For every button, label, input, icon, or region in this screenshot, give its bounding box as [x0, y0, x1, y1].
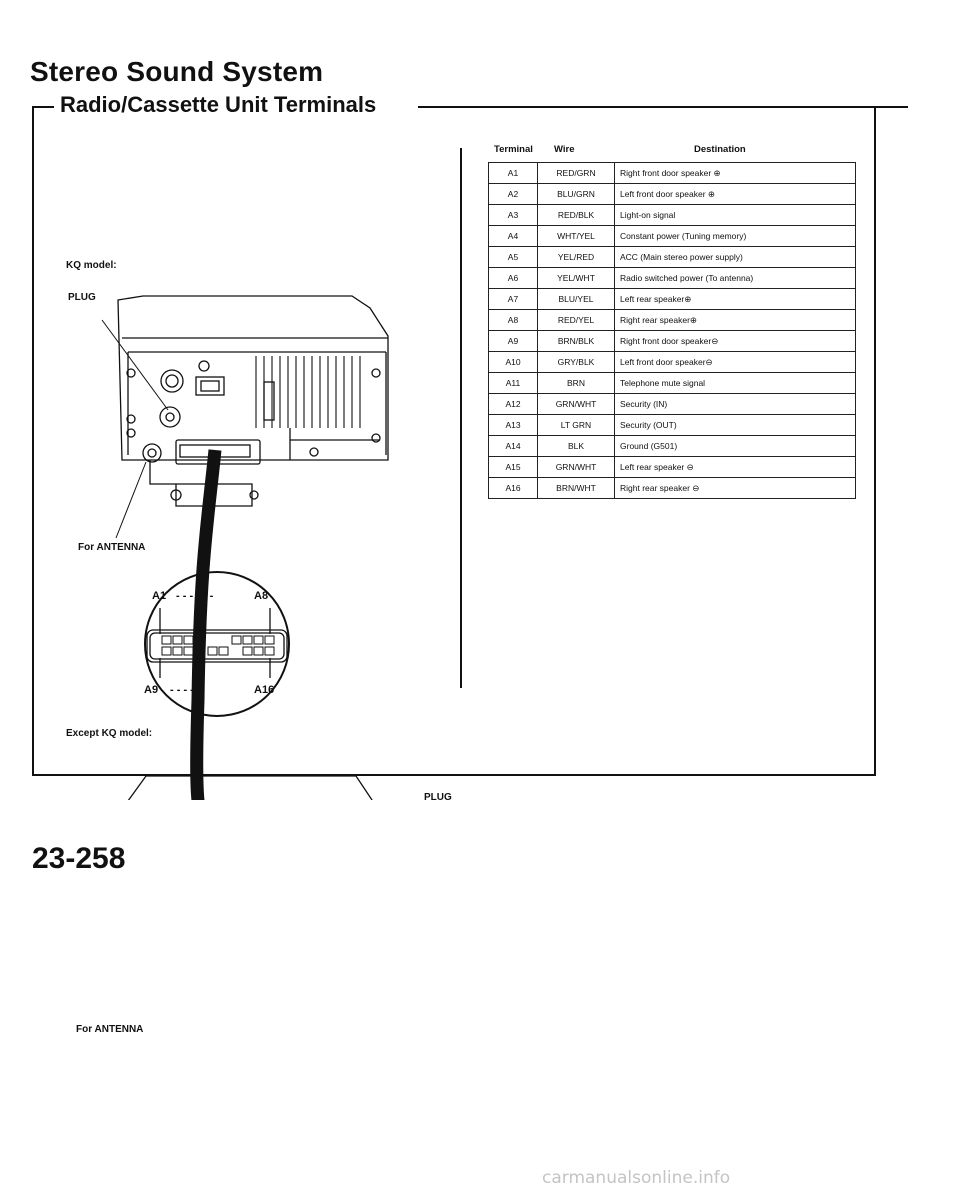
- connector-bottom-dashes: - - - - -: [170, 684, 201, 696]
- page-number: 23-258: [32, 842, 126, 875]
- wire-cell: YEL/RED: [537, 246, 615, 268]
- terminal-cell: A10: [488, 351, 538, 373]
- connector-label-a9: A9: [144, 684, 159, 696]
- connector-face-detail: [144, 571, 290, 717]
- destination-cell: ACC (Main stereo power supply): [614, 246, 856, 268]
- wire-cell: BRN/WHT: [537, 477, 615, 499]
- terminal-cell: A14: [488, 435, 538, 457]
- terminal-cell: A11: [488, 372, 538, 394]
- wire-cell: BLU/YEL: [537, 288, 615, 310]
- antenna-label-top: For ANTENNA: [78, 542, 146, 553]
- wire-cell: BRN/BLK: [537, 330, 615, 352]
- frame-left-border: [32, 106, 34, 774]
- wire-cell: LT GRN: [537, 414, 615, 436]
- terminal-cell: A8: [488, 309, 538, 331]
- watermark-text: carmanualsonline.info: [542, 1168, 731, 1188]
- connector-top-dashes: - - - - - -: [176, 590, 214, 602]
- plug-label-top: PLUG: [68, 292, 96, 303]
- wire-cell: GRN/WHT: [537, 456, 615, 478]
- wire-cell: RED/YEL: [537, 309, 615, 331]
- destination-cell: Left front door speaker ⊕: [614, 183, 856, 205]
- header-rule-right: [418, 106, 908, 108]
- connector-label-a16: A16: [254, 684, 275, 696]
- plug-label-bottom: PLUG: [424, 792, 452, 803]
- section-title: Radio/Cassette Unit Terminals: [60, 92, 377, 117]
- column-divider: [460, 148, 462, 688]
- table-column-headers: Terminal Wire Destination: [488, 140, 860, 162]
- wire-cell: BRN: [537, 372, 615, 394]
- terminal-cell: A5: [488, 246, 538, 268]
- wire-cell: GRY/BLK: [537, 351, 615, 373]
- destination-cell: Security (OUT): [614, 414, 856, 436]
- terminal-cell: A4: [488, 225, 538, 247]
- wire-cell: YEL/WHT: [537, 267, 615, 289]
- antenna-label-bottom: For ANTENNA: [76, 1024, 144, 1035]
- destination-cell: Security (IN): [614, 393, 856, 415]
- destination-cell: Right rear speaker⊕: [614, 309, 856, 331]
- kq-radio-unit-rear: [117, 295, 389, 507]
- connector-label-a8: A8: [254, 590, 269, 602]
- destination-cell: Left front door speaker⊖: [614, 351, 856, 373]
- frame-right-border: [874, 106, 876, 774]
- wire-cell: WHT/YEL: [537, 225, 615, 247]
- destination-cell: Radio switched power (To antenna): [614, 267, 856, 289]
- destination-cell: Left rear speaker⊕: [614, 288, 856, 310]
- wire-cell: BLU/GRN: [537, 183, 615, 205]
- terminal-cell: A13: [488, 414, 538, 436]
- destination-cell: Ground (G501): [614, 435, 856, 457]
- terminal-cell: A2: [488, 183, 538, 205]
- wire-cell: BLK: [537, 435, 615, 457]
- header-rule-left: [32, 106, 54, 108]
- destination-cell: Telephone mute signal: [614, 372, 856, 394]
- destination-cell: Left rear speaker ⊖: [614, 456, 856, 478]
- destination-cell: Right front door speaker⊖: [614, 330, 856, 352]
- wire-cell: GRN/WHT: [537, 393, 615, 415]
- terminal-cell: A15: [488, 456, 538, 478]
- terminal-cell: A9: [488, 330, 538, 352]
- terminal-cell: A3: [488, 204, 538, 226]
- destination-cell: Right front door speaker ⊕: [614, 162, 856, 184]
- section-header: Radio/Cassette Unit Terminals: [32, 92, 908, 122]
- terminal-cell: A16: [488, 477, 538, 499]
- destination-cell: Constant power (Tuning memory): [614, 225, 856, 247]
- wire-cell: RED/BLK: [537, 204, 615, 226]
- destination-cell: Right rear speaker ⊖: [614, 477, 856, 499]
- header-destination: Destination: [694, 144, 746, 155]
- terminal-cell: A1: [488, 162, 538, 184]
- kq-model-label: KQ model:: [66, 260, 117, 271]
- destination-cell: Light-on signal: [614, 204, 856, 226]
- terminal-cell: A6: [488, 267, 538, 289]
- page-title: Stereo Sound System: [30, 56, 324, 87]
- header-wire: Wire: [554, 144, 575, 155]
- frame-bottom-border: [32, 774, 876, 776]
- radio-unit-diagram: [101, 295, 389, 800]
- except-kq-radio-unit-rear: [127, 775, 373, 800]
- except-kq-model-label: Except KQ model:: [66, 728, 153, 739]
- terminal-cell: A12: [488, 393, 538, 415]
- terminal-cell: A7: [488, 288, 538, 310]
- connector-label-a1: A1: [152, 590, 167, 602]
- header-terminal: Terminal: [494, 144, 533, 155]
- wire-cell: RED/GRN: [537, 162, 615, 184]
